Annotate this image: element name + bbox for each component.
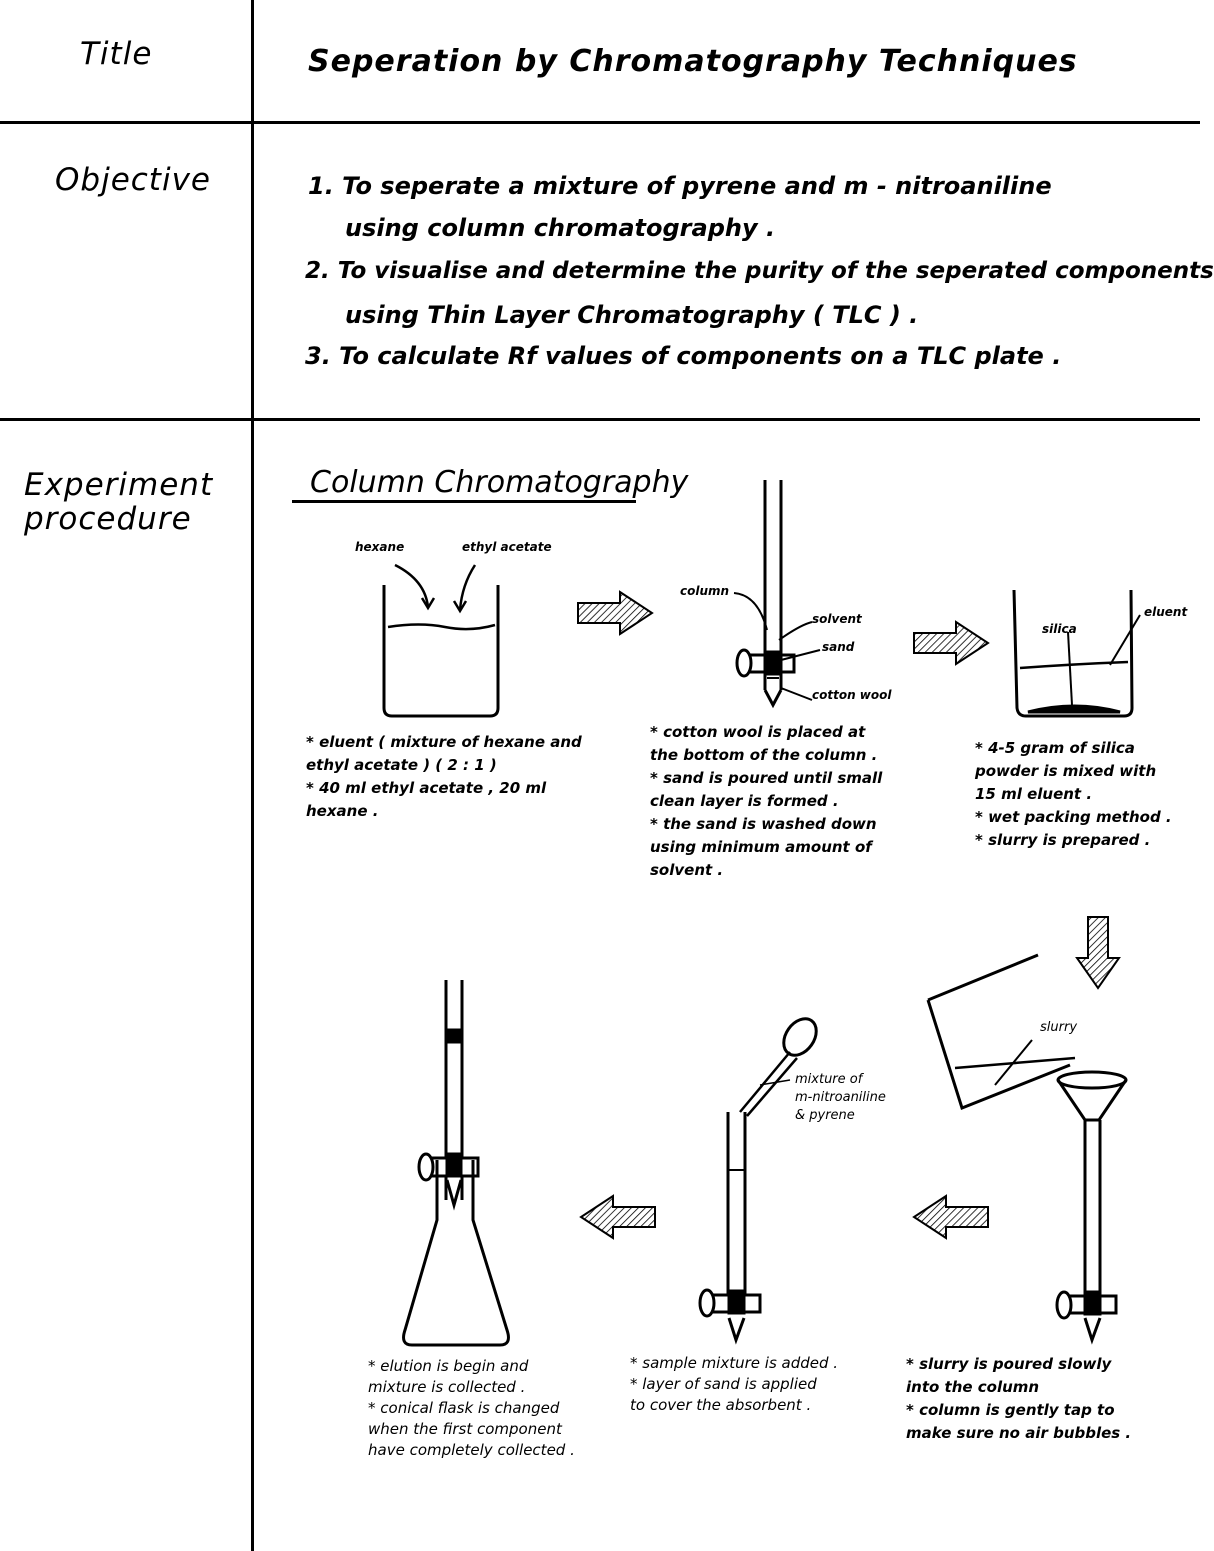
objective-2-cont: using Thin Layer Chromatography ( TLC ) … — [345, 301, 919, 329]
procedure-label-line1: Experiment — [24, 467, 214, 503]
report-title: Seperation by Chromatography Techniques — [308, 44, 1078, 79]
label-eluent: eluent — [1144, 605, 1188, 619]
note-step1: * eluent ( mixture of hexane and ethyl a… — [306, 733, 582, 820]
note-step5: * sample mixture is added . * layer of s… — [630, 1354, 839, 1414]
procedure-label: Experiment procedure — [24, 468, 213, 536]
row-divider-objective — [0, 418, 1200, 421]
beaker-eluent-drawing — [382, 563, 500, 718]
column-setup-drawing — [733, 480, 821, 709]
arrow-right-2 — [913, 620, 990, 666]
note-step2: * cotton wool is placed at the bottom of… — [650, 723, 883, 879]
section-heading: Column Chromatography — [310, 465, 689, 500]
title-label: Title — [80, 36, 153, 72]
procedure-label-line2: procedure — [24, 501, 192, 537]
label-solvent: solvent — [812, 612, 862, 626]
objective-1: 1. To seperate a mixture of pyrene and m… — [308, 172, 1052, 200]
note-step6: * elution is begin and mixture is collec… — [368, 1357, 575, 1459]
label-hexane: hexane — [355, 540, 405, 554]
note-step4: * slurry is poured slowly into the colum… — [906, 1355, 1132, 1442]
label-mixture: mixture of m-nitroaniline & pyrene — [795, 1072, 886, 1123]
section-underline — [292, 500, 636, 503]
label-slurry: slurry — [1040, 1020, 1078, 1035]
arrow-left-1 — [912, 1194, 989, 1240]
arrow-left-2 — [579, 1194, 656, 1240]
label-sand: sand — [822, 640, 855, 654]
arrow-down — [1075, 916, 1121, 990]
elution-flask-drawing — [402, 980, 510, 1347]
objective-3: 3. To calculate Rf values of components … — [305, 342, 1062, 370]
objective-2: 2. To visualise and determine the purity… — [305, 258, 1214, 284]
slurry-pouring-drawing — [926, 953, 1128, 1345]
objective-1-cont: using column chromatography . — [345, 214, 776, 242]
beaker-silica-drawing — [1012, 589, 1141, 718]
label-column: column — [680, 584, 730, 598]
sample-loading-drawing — [698, 1017, 818, 1345]
label-silica: silica — [1042, 622, 1077, 636]
arrow-right-1 — [577, 590, 654, 636]
column-divider — [251, 0, 254, 1551]
label-ethyl-acetate: ethyl acetate — [462, 540, 552, 554]
row-divider-title — [0, 121, 1200, 124]
objective-label: Objective — [55, 162, 211, 198]
note-step3: * 4-5 gram of silica powder is mixed wit… — [975, 739, 1172, 849]
label-cotton-wool: cotton wool — [812, 688, 892, 702]
